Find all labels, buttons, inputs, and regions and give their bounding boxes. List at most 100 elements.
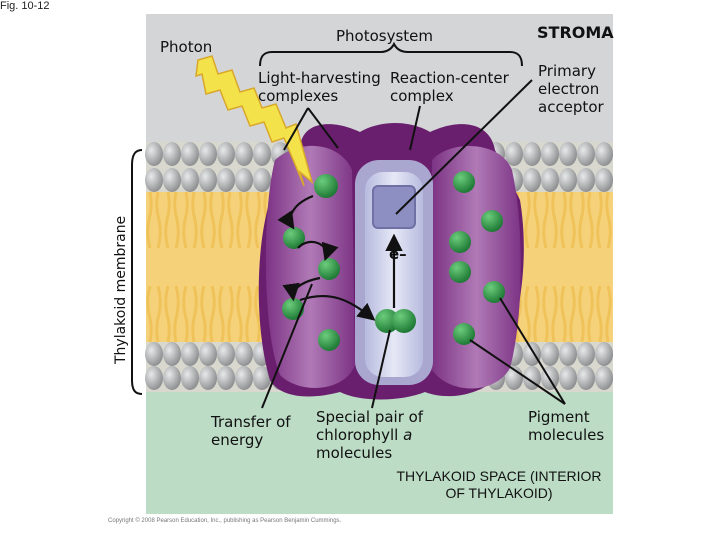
lipid-tail: [560, 191, 567, 249]
special-pair-italic-a: a: [403, 426, 413, 444]
lipid-tail: [155, 191, 162, 249]
lipid-head: [541, 142, 559, 166]
lipid-tail: [254, 191, 261, 249]
lipid-tail: [200, 285, 207, 343]
lipid-head: [559, 342, 577, 366]
lipid-head: [595, 142, 613, 166]
pointer-line-rc: [409, 105, 421, 151]
lipid-tail: [173, 191, 180, 249]
lipid-tail: [596, 285, 603, 343]
lipid-head: [181, 142, 199, 166]
lipid-head: [253, 366, 271, 390]
pointer-line-pigment: [499, 297, 566, 405]
primary-electron-acceptor: [372, 185, 416, 229]
lipid-head: [145, 142, 163, 166]
lipid-head: [595, 168, 613, 192]
lipid-head: [163, 142, 181, 166]
lipid-head: [253, 142, 271, 166]
chlorophyll-dot-icon: [449, 231, 471, 253]
energy-transfer-arrows: [277, 194, 376, 321]
pigment-molecules-label: Pigment molecules: [528, 408, 605, 444]
lipid-head: [523, 142, 541, 166]
lipid-head: [199, 142, 217, 166]
lipid-head: [505, 142, 523, 166]
lipid-tail: [533, 285, 540, 343]
chlorophyll-dot-icon: [318, 329, 340, 351]
light-harvesting-complex-left: [265, 145, 355, 388]
lipid-head: [235, 342, 253, 366]
lipid-head: [217, 366, 235, 390]
lipid-head: [577, 168, 595, 192]
chlorophyll-dot-icon: [453, 171, 475, 193]
chlorophyll-dot-icon: [283, 227, 305, 249]
special-pair-text-end: molecules: [316, 444, 393, 462]
lipid-tail: [245, 285, 252, 343]
lipid-head: [595, 366, 613, 390]
lipid-head: [235, 366, 253, 390]
energy-transfer-arrow: [277, 194, 314, 230]
lipid-head: [217, 342, 235, 366]
thylakoid-membrane-label: Thylakoid membrane: [113, 215, 129, 364]
lipid-tail: [236, 191, 243, 249]
stroma-label: STROMA: [537, 23, 614, 42]
lipid-tail: [191, 191, 198, 249]
lipid-head: [541, 168, 559, 192]
chlorophyll-dot-icon: [314, 174, 338, 198]
lipid-head: [199, 342, 217, 366]
photon-label: Photon: [160, 38, 213, 56]
lipid-tail: [164, 285, 171, 343]
special-pair-chlorophyll-icon: [392, 309, 416, 333]
lipid-head: [199, 366, 217, 390]
lipid-head: [217, 168, 235, 192]
lipid-tail: [209, 191, 216, 249]
copyright-notice: Copyright © 2008 Pearson Education, Inc.…: [108, 518, 342, 524]
lipid-tail: [218, 285, 225, 343]
lipid-head: [217, 142, 235, 166]
lipid-tail: [542, 285, 549, 343]
lipid-head: [145, 366, 163, 390]
lipid-tail: [524, 191, 531, 249]
photosystem-label: Photosystem: [336, 27, 434, 45]
lipid-head: [163, 168, 181, 192]
lipid-tail: [578, 285, 585, 343]
chlorophyll-dot-icon: [318, 258, 340, 280]
chlorophyll-dot-icon: [449, 261, 471, 283]
figure-label: Fig. 10-12: [0, 0, 50, 12]
thylakoid-space-region: [146, 392, 613, 514]
lipid-tail: [173, 285, 180, 343]
lipid-tail: [569, 191, 576, 249]
lipid-head: [559, 366, 577, 390]
pointer-lines: [261, 79, 566, 409]
chlorophyll-group: [282, 171, 505, 351]
lipid-tail: [218, 191, 225, 249]
membrane-bracket: [131, 149, 143, 395]
chlorophyll-dot-icon: [481, 210, 503, 232]
lightning-bolt-icon: [195, 55, 314, 187]
lipid-tail: [200, 191, 207, 249]
lipid-tail: [254, 285, 261, 343]
lipid-tail: [578, 191, 585, 249]
energy-transfer-arrow: [282, 276, 321, 302]
lipid-tail: [182, 285, 189, 343]
special-pair-chlorophyll-icon: [375, 309, 399, 333]
energy-transfer-arrow: [297, 240, 339, 262]
primary-acceptor-label: Primary electron acceptor: [538, 62, 604, 116]
lipid-tail: [587, 191, 594, 249]
lipid-head: [199, 168, 217, 192]
lipid-head: [577, 342, 595, 366]
lipid-head: [559, 168, 577, 192]
lipid-head: [145, 168, 163, 192]
lipid-tail: [227, 285, 234, 343]
pointer-line-lhc: [307, 107, 339, 149]
lipid-tail: [164, 191, 171, 249]
lipid-head: [163, 342, 181, 366]
chlorophyll-dot-icon: [453, 323, 475, 345]
lipid-head: [181, 168, 199, 192]
lipid-tail: [605, 285, 612, 343]
special-pair-text: Special pair of chlorophyll: [316, 408, 424, 444]
transfer-energy-label: Transfer of energy: [211, 413, 291, 449]
light-harvesting-label: Light-harvesting complexes: [258, 69, 381, 105]
photosystem-brace: [259, 41, 523, 67]
special-pair-label: Special pair of chlorophyll a molecules: [316, 408, 466, 462]
